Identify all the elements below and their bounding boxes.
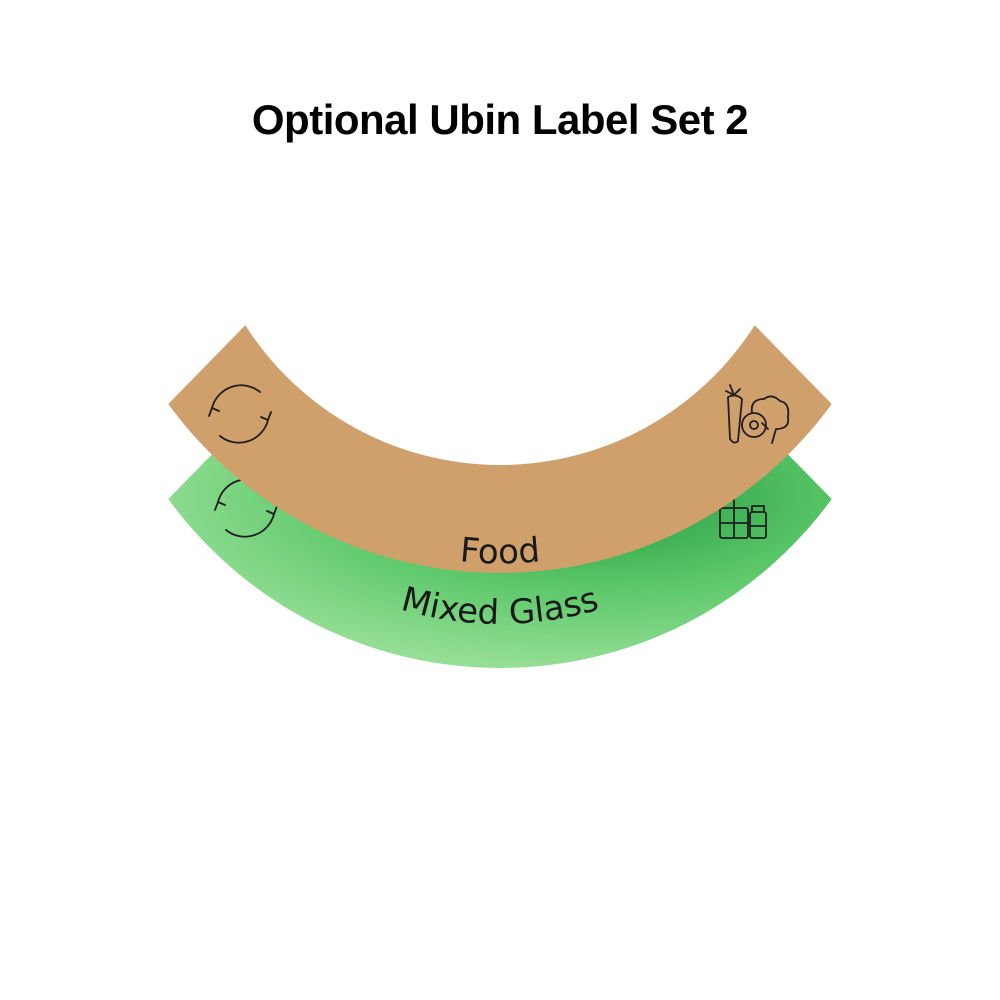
food-label: Food: [168, 325, 832, 573]
vegetables-icon: [725, 384, 790, 444]
mixed-glass-label-shape: [168, 420, 832, 669]
food-label-shape: [168, 325, 832, 573]
mixed-glass-label: Mixed Glass: [168, 420, 832, 669]
food-label-text: Food: [458, 530, 541, 572]
page-title: Optional Ubin Label Set 2: [251, 96, 749, 143]
recycle-icon: [208, 384, 272, 444]
